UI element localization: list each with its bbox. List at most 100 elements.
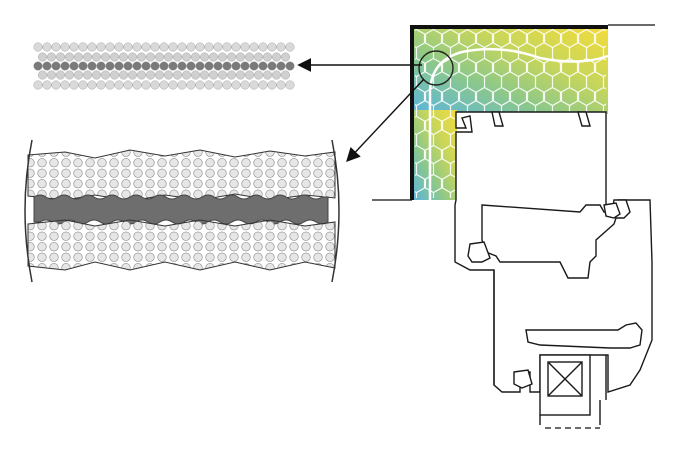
bead bbox=[253, 52, 263, 62]
bead bbox=[64, 52, 74, 62]
upper-foam-layer bbox=[27, 149, 336, 202]
bead bbox=[150, 42, 160, 52]
frame-top-clip-1 bbox=[491, 111, 504, 127]
lower-left-clip bbox=[513, 369, 533, 389]
bead bbox=[154, 70, 164, 80]
bead bbox=[226, 52, 236, 62]
bead bbox=[199, 52, 209, 62]
bead bbox=[109, 52, 119, 62]
right-bracket bbox=[331, 139, 340, 283]
bead bbox=[281, 70, 291, 80]
bead bbox=[222, 42, 232, 52]
bead bbox=[204, 42, 214, 52]
bead bbox=[100, 70, 110, 80]
bead bbox=[123, 61, 133, 71]
bead bbox=[136, 52, 146, 62]
bead bbox=[69, 42, 79, 52]
bead bbox=[244, 52, 254, 62]
bead bbox=[51, 80, 61, 90]
bead bbox=[78, 42, 88, 52]
bead bbox=[38, 70, 48, 80]
bead bbox=[127, 52, 137, 62]
bead bbox=[249, 42, 259, 52]
bead bbox=[235, 52, 245, 62]
bead bbox=[60, 80, 70, 90]
bead bbox=[235, 70, 245, 80]
bead bbox=[181, 70, 191, 80]
bead bbox=[190, 52, 200, 62]
bead bbox=[163, 52, 173, 62]
bead bbox=[195, 42, 205, 52]
bead bbox=[150, 80, 160, 90]
bead bbox=[263, 52, 273, 62]
bead bbox=[258, 42, 268, 52]
bead bbox=[56, 52, 66, 62]
bead bbox=[38, 52, 48, 62]
bead bbox=[82, 70, 92, 80]
bead bbox=[172, 52, 182, 62]
bead bbox=[60, 61, 70, 71]
bead bbox=[204, 80, 214, 90]
bead bbox=[267, 61, 277, 71]
bead bbox=[82, 52, 92, 62]
bead bbox=[132, 61, 142, 71]
bead bbox=[96, 42, 106, 52]
bead bbox=[123, 80, 133, 90]
bead bbox=[226, 70, 236, 80]
bead bbox=[96, 80, 106, 90]
bead bbox=[213, 42, 223, 52]
sash-body bbox=[481, 199, 631, 279]
bead bbox=[240, 80, 250, 90]
sash-right-clip bbox=[603, 202, 621, 219]
bead bbox=[118, 52, 128, 62]
bead bbox=[64, 70, 74, 80]
bead bbox=[285, 42, 295, 52]
bead bbox=[78, 80, 88, 90]
bead bbox=[109, 70, 119, 80]
bead bbox=[136, 70, 146, 80]
bead bbox=[91, 70, 101, 80]
bead bbox=[118, 70, 128, 80]
bead bbox=[69, 61, 79, 71]
bead bbox=[114, 80, 124, 90]
callout-arrow-to-foam-section bbox=[346, 78, 425, 163]
wall-border bbox=[410, 25, 608, 200]
bead bbox=[42, 42, 52, 52]
bead bbox=[272, 52, 282, 62]
bead bbox=[87, 80, 97, 90]
bead bbox=[33, 80, 43, 90]
bead bbox=[195, 61, 205, 71]
bead bbox=[276, 61, 286, 71]
bead bbox=[141, 80, 151, 90]
bead bbox=[267, 80, 277, 90]
bead bbox=[177, 42, 187, 52]
bead bbox=[168, 80, 178, 90]
bead bbox=[42, 61, 52, 71]
bead bbox=[281, 52, 291, 62]
bead bbox=[222, 61, 232, 71]
bead bbox=[217, 52, 227, 62]
adhesive-layer bbox=[33, 194, 329, 225]
bead bbox=[73, 70, 83, 80]
bead bbox=[154, 52, 164, 62]
bead bbox=[208, 70, 218, 80]
bead bbox=[159, 42, 169, 52]
bead bbox=[213, 80, 223, 90]
bead bbox=[263, 70, 273, 80]
bead bbox=[222, 80, 232, 90]
bead bbox=[87, 42, 97, 52]
bead bbox=[244, 70, 254, 80]
bead bbox=[105, 42, 115, 52]
bead bbox=[47, 70, 57, 80]
bead bbox=[217, 70, 227, 80]
bead bbox=[132, 42, 142, 52]
left-bracket bbox=[24, 139, 33, 283]
magnifier-circle-icon bbox=[418, 50, 454, 86]
bead bbox=[177, 80, 187, 90]
bead bbox=[114, 42, 124, 52]
bead bbox=[276, 80, 286, 90]
bead bbox=[186, 61, 196, 71]
bead bbox=[114, 61, 124, 71]
bead bbox=[285, 80, 295, 90]
